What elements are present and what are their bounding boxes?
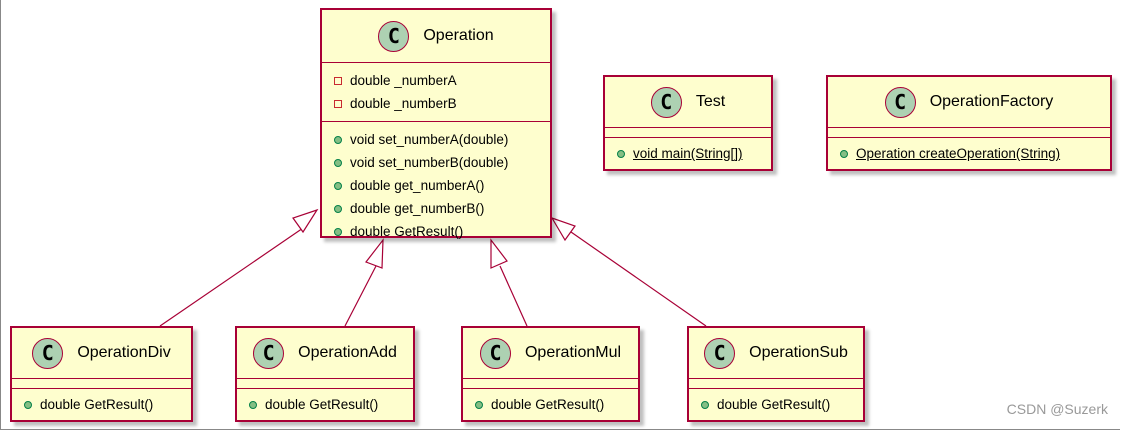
method-row: void set_numberA(double) (334, 128, 550, 151)
public-icon (334, 158, 342, 167)
methods-section: void main(String[]) (605, 137, 771, 171)
public-icon (475, 400, 483, 409)
class-header: C Operation (322, 10, 550, 62)
methods-section: Operation createOperation(String) (828, 137, 1110, 171)
link-div-operation (159, 225, 307, 327)
public-icon (334, 204, 342, 213)
method-row: double GetResult() (475, 393, 638, 416)
public-icon (334, 135, 342, 144)
field-row: double _numberB (334, 92, 550, 115)
class-header: C OperationMul (463, 328, 638, 378)
method-row: Operation createOperation(String) (840, 142, 1110, 165)
method-row: double GetResult() (334, 220, 550, 243)
class-icon: C (650, 86, 682, 118)
class-header: C Test (605, 77, 771, 127)
class-header: C OperationSub (689, 328, 863, 378)
arrowhead-add (365, 238, 384, 269)
class-test[interactable]: C Test void main(String[]) (603, 75, 773, 171)
class-operation-div[interactable]: C OperationDiv double GetResult() (10, 326, 193, 422)
class-name: OperationFactory (929, 93, 1054, 110)
class-name: OperationAdd (298, 344, 397, 361)
fields-section: double _numberA double _numberB (322, 62, 550, 121)
public-icon (617, 149, 625, 158)
class-name: OperationMul (524, 344, 622, 361)
arrowhead-sub (550, 216, 576, 242)
public-icon (334, 227, 342, 236)
class-header: C OperationAdd (237, 328, 413, 378)
fields-section (605, 127, 771, 137)
methods-section: double GetResult() (12, 388, 191, 422)
fields-section (689, 378, 863, 388)
class-icon: C (32, 337, 64, 369)
class-icon: C (378, 20, 410, 52)
methods-section: double GetResult() (689, 388, 863, 422)
class-operation[interactable]: C Operation double _numberA double _numb… (320, 8, 552, 239)
public-icon (840, 149, 848, 158)
class-name: OperationSub (749, 344, 848, 361)
class-icon: C (253, 337, 285, 369)
class-name: Test (695, 93, 726, 110)
public-icon (334, 181, 342, 190)
private-icon (334, 99, 342, 108)
fields-section (237, 378, 413, 388)
arrowhead-mul (490, 238, 508, 269)
link-add-operation (344, 265, 377, 327)
methods-section: void set_numberA(double) void set_number… (322, 121, 550, 249)
watermark: CSDN @Suzerk (1006, 401, 1108, 417)
class-operation-add[interactable]: C OperationAdd double GetResult() (235, 326, 415, 422)
class-header: C OperationDiv (12, 328, 191, 378)
methods-section: double GetResult() (463, 388, 638, 422)
public-icon (249, 400, 257, 409)
method-row: void main(String[]) (617, 142, 771, 165)
arrowhead-div (292, 208, 319, 234)
fields-section (12, 378, 191, 388)
methods-section: double GetResult() (237, 388, 413, 422)
method-row: double GetResult() (24, 393, 191, 416)
link-sub-operation (570, 231, 707, 327)
method-row: double get_numberA() (334, 174, 550, 197)
class-icon: C (704, 337, 736, 369)
class-name: OperationDiv (77, 344, 171, 361)
fields-section (463, 378, 638, 388)
field-row: double _numberA (334, 69, 550, 92)
method-row: double get_numberB() (334, 197, 550, 220)
fields-section (828, 127, 1110, 137)
class-operation-mul[interactable]: C OperationMul double GetResult() (461, 326, 640, 422)
public-icon (701, 400, 709, 409)
private-icon (334, 76, 342, 85)
class-icon: C (479, 337, 511, 369)
class-header: C OperationFactory (828, 77, 1110, 127)
link-mul-operation (499, 265, 528, 327)
public-icon (24, 400, 32, 409)
class-icon: C (884, 86, 916, 118)
class-name: Operation (423, 27, 494, 44)
method-row: double GetResult() (249, 393, 413, 416)
class-operation-sub[interactable]: C OperationSub double GetResult() (687, 326, 865, 422)
class-operation-factory[interactable]: C OperationFactory Operation createOpera… (826, 75, 1112, 171)
method-row: void set_numberB(double) (334, 151, 550, 174)
method-row: double GetResult() (701, 393, 863, 416)
